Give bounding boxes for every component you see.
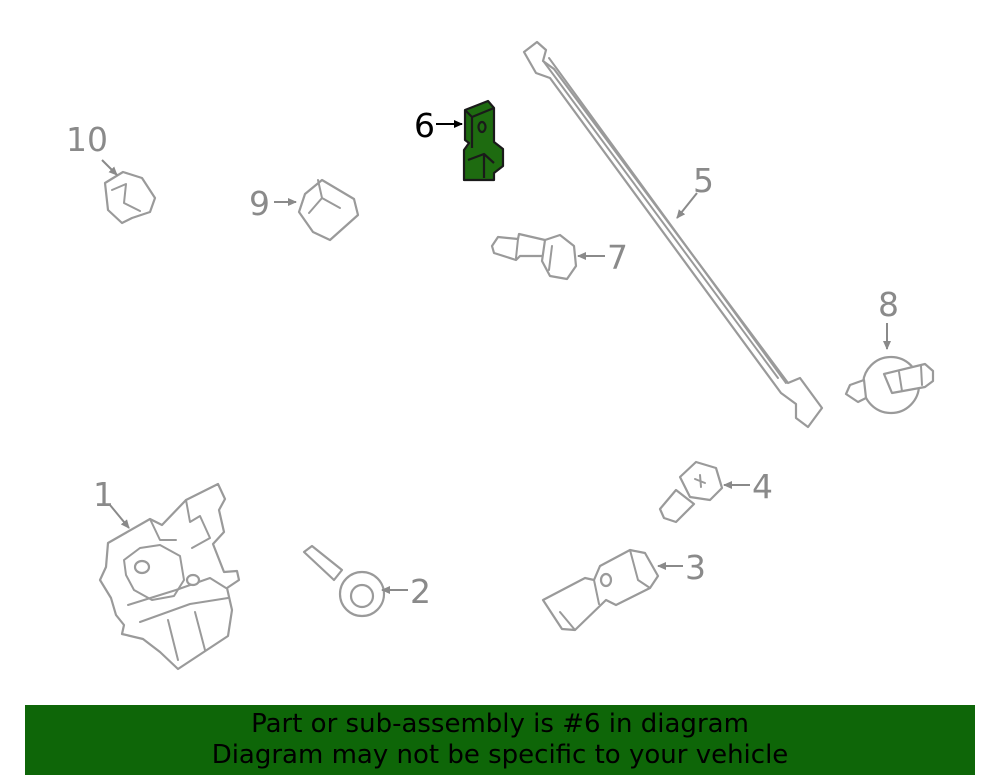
leader-5 xyxy=(676,192,698,219)
callout-7[interactable]: 7 xyxy=(607,238,628,277)
callout-6[interactable]: 6 xyxy=(414,106,435,145)
part-8-pushpin[interactable] xyxy=(844,355,935,415)
callout-5[interactable]: 5 xyxy=(693,161,714,200)
callout-1[interactable]: 1 xyxy=(93,475,114,514)
info-banner: Part or sub-assembly is #6 in diagram Di… xyxy=(25,705,975,775)
part-1-latch[interactable] xyxy=(98,482,241,671)
leader-1 xyxy=(109,504,130,529)
banner-line-2: Diagram may not be specific to your vehi… xyxy=(211,740,789,770)
callout-3[interactable]: 3 xyxy=(685,548,706,587)
part-2-bolt[interactable] xyxy=(302,544,386,618)
part-6-bracket[interactable] xyxy=(462,99,505,182)
part-4-screw[interactable] xyxy=(658,460,724,524)
leader-10 xyxy=(101,159,118,176)
callout-4[interactable]: 4 xyxy=(752,467,773,506)
part-9-cap[interactable] xyxy=(297,178,360,242)
callout-2[interactable]: 2 xyxy=(410,572,431,611)
part-3-clip[interactable] xyxy=(541,548,660,632)
part-10-clip[interactable] xyxy=(103,170,157,225)
parts-diagram: 10 9 6 5 7 8 4 xyxy=(66,40,935,671)
part-5-rod[interactable] xyxy=(522,40,824,429)
callout-10[interactable]: 10 xyxy=(66,120,108,159)
callout-9[interactable]: 9 xyxy=(249,184,270,223)
part-7-pin[interactable] xyxy=(490,232,578,281)
banner-line-1: Part or sub-assembly is #6 in diagram xyxy=(251,709,749,739)
callout-8[interactable]: 8 xyxy=(878,285,899,324)
